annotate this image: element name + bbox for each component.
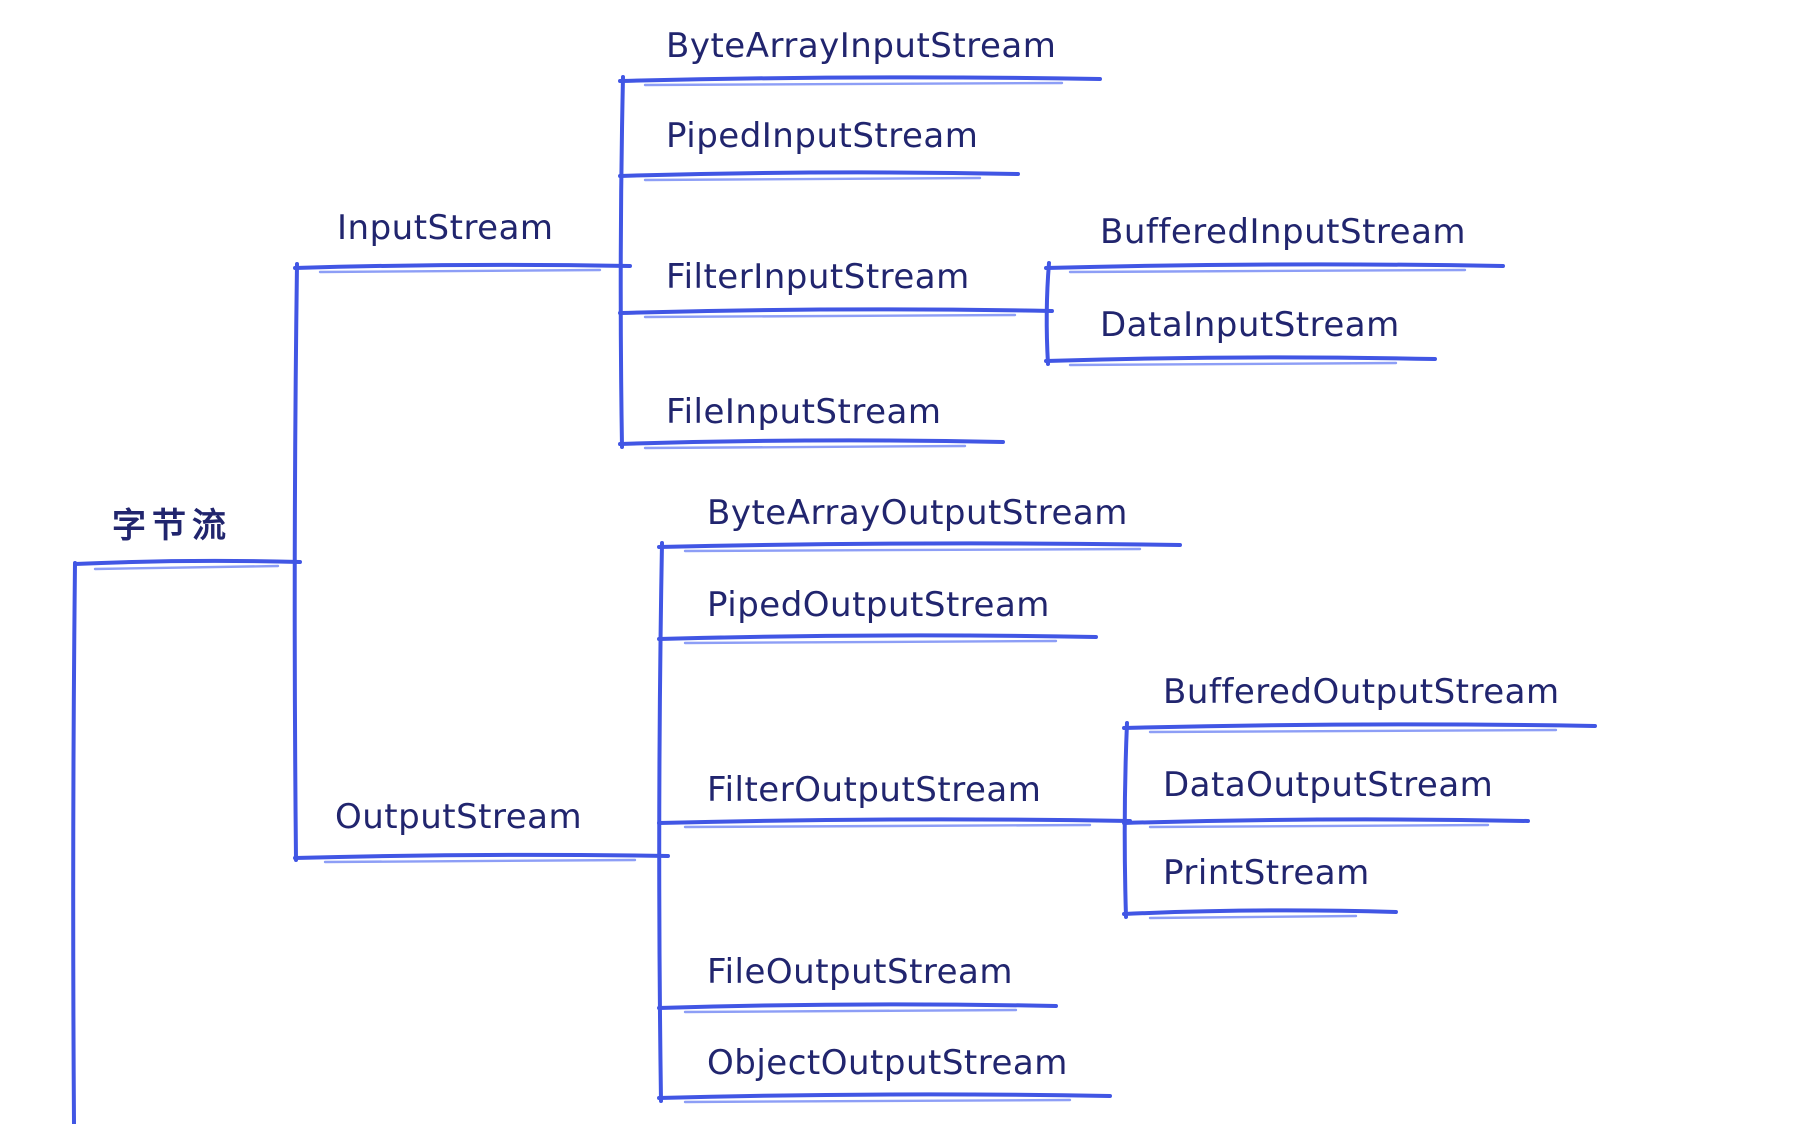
node-filteroutputstream[interactable]: FilterOutputStream <box>707 770 1042 810</box>
underline-inputstream <box>293 262 632 274</box>
root-drop-line <box>71 561 77 1124</box>
node-bufferedinputstream[interactable]: BufferedInputStream <box>1100 212 1467 252</box>
node-dataoutputstream[interactable]: DataOutputStream <box>1163 765 1494 805</box>
underline-dataoutputstream <box>1122 817 1530 829</box>
underline-fileinputstream <box>618 438 1005 450</box>
node-inputstream[interactable]: InputStream <box>337 208 554 248</box>
underline-root <box>73 558 302 571</box>
underline-objectoutputstream <box>657 1092 1112 1104</box>
underline-outputstream <box>293 852 670 864</box>
underline-datainputstream <box>1044 355 1437 367</box>
filterinputstream-children-line <box>1044 261 1051 366</box>
node-bufferedoutputstream[interactable]: BufferedOutputStream <box>1163 672 1560 712</box>
underline-fileoutputstream <box>657 1002 1058 1014</box>
node-outputstream[interactable]: OutputStream <box>335 797 583 837</box>
node-objectoutputstream[interactable]: ObjectOutputStream <box>707 1043 1068 1083</box>
connector-root-drop <box>71 561 77 1124</box>
underline-printstream <box>1122 908 1398 920</box>
node-printstream[interactable]: PrintStream <box>1163 853 1370 893</box>
connector-filterinputstream-children <box>1044 261 1051 366</box>
underline-bytearrayinputstream <box>618 75 1102 87</box>
node-pipedoutputstream[interactable]: PipedOutputStream <box>707 585 1050 625</box>
node-bytearrayinputstream[interactable]: ByteArrayInputStream <box>666 26 1057 66</box>
underline-bytearrayoutputstream <box>657 541 1182 553</box>
underline-bufferedoutputstream <box>1122 722 1597 734</box>
inputstream-children-line <box>618 75 625 449</box>
node-filterinputstream[interactable]: FilterInputStream <box>666 257 970 297</box>
node-fileoutputstream[interactable]: FileOutputStream <box>707 952 1014 992</box>
underline-pipedinputstream <box>618 170 1020 182</box>
underline-filteroutputstream <box>657 817 1132 829</box>
node-fileinputstream[interactable]: FileInputStream <box>666 392 942 432</box>
node-byte-stream-root[interactable]: 字节流 <box>112 506 232 546</box>
node-bytearrayoutputstream[interactable]: ByteArrayOutputStream <box>707 493 1128 533</box>
connector-inputstream-children <box>618 75 625 449</box>
underline-bufferedinputstream <box>1044 262 1505 274</box>
node-datainputstream[interactable]: DataInputStream <box>1100 305 1400 345</box>
underline-pipedoutputstream <box>657 633 1098 645</box>
node-pipedinputstream[interactable]: PipedInputStream <box>666 116 979 156</box>
underline-filterinputstream <box>618 307 1054 319</box>
